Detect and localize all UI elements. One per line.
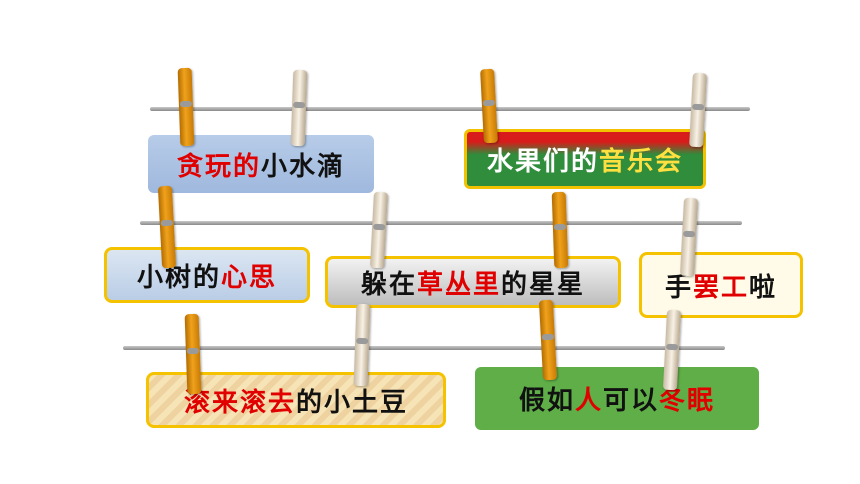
card-text-segment: 躲在	[360, 269, 417, 300]
clothespin-icon	[177, 67, 195, 147]
card-text-segment: 冬眠	[659, 386, 716, 416]
card-text-segment: 假如	[518, 386, 575, 416]
card-text-segment: 草丛里	[416, 269, 501, 300]
clothespin-icon	[184, 313, 202, 395]
clothes-line-bottom	[123, 346, 725, 350]
card-duozai-caocongli-de-xingxing[interactable]: 躲在草丛里的星星	[325, 256, 621, 308]
clothespin-icon	[551, 191, 569, 269]
clothespin-icon	[157, 185, 177, 269]
card-text-segment: 的星星	[501, 269, 586, 300]
card-text-segment: 心思	[221, 262, 278, 293]
card-text-segment: 小水滴	[261, 151, 346, 182]
card-text-segment: 罢工	[692, 272, 749, 303]
card-jiaru-ren-keyi-dongmian[interactable]: 假如人可以冬眠	[475, 367, 759, 430]
card-text-segment: 水果们的	[486, 146, 599, 177]
clothespin-icon	[353, 303, 371, 387]
clothespin-icon	[290, 69, 308, 147]
card-text-segment: 人	[574, 386, 603, 416]
clothes-line-middle	[140, 221, 742, 225]
card-gunlaigunqu-de-xiaotudou[interactable]: 滚来滚去的小土豆	[146, 372, 446, 428]
card-text-segment: 音乐会	[599, 146, 684, 177]
card-tanwan-de-xiaoshuidi[interactable]: 贪玩的小水滴	[148, 135, 374, 193]
card-text-segment: 手	[664, 272, 693, 303]
card-text-segment: 的小土豆	[296, 387, 409, 418]
clothespin-icon	[480, 68, 498, 144]
card-xiaoshu-de-xinsi[interactable]: 小树的心思	[104, 247, 310, 303]
card-text-segment: 贪玩的	[176, 151, 261, 182]
card-text-segment: 啦	[749, 272, 778, 303]
card-shuiguomen-de-yinyuehui[interactable]: 水果们的音乐会	[464, 129, 706, 189]
card-text-segment: 小树的	[136, 262, 221, 293]
clothespin-icon	[538, 299, 558, 381]
card-text-segment: 滚来滚去	[183, 387, 296, 418]
card-shou-bagong-la[interactable]: 手罢工啦	[639, 252, 803, 318]
clothes-line-top	[150, 107, 750, 111]
card-text-segment: 可以	[603, 386, 660, 416]
